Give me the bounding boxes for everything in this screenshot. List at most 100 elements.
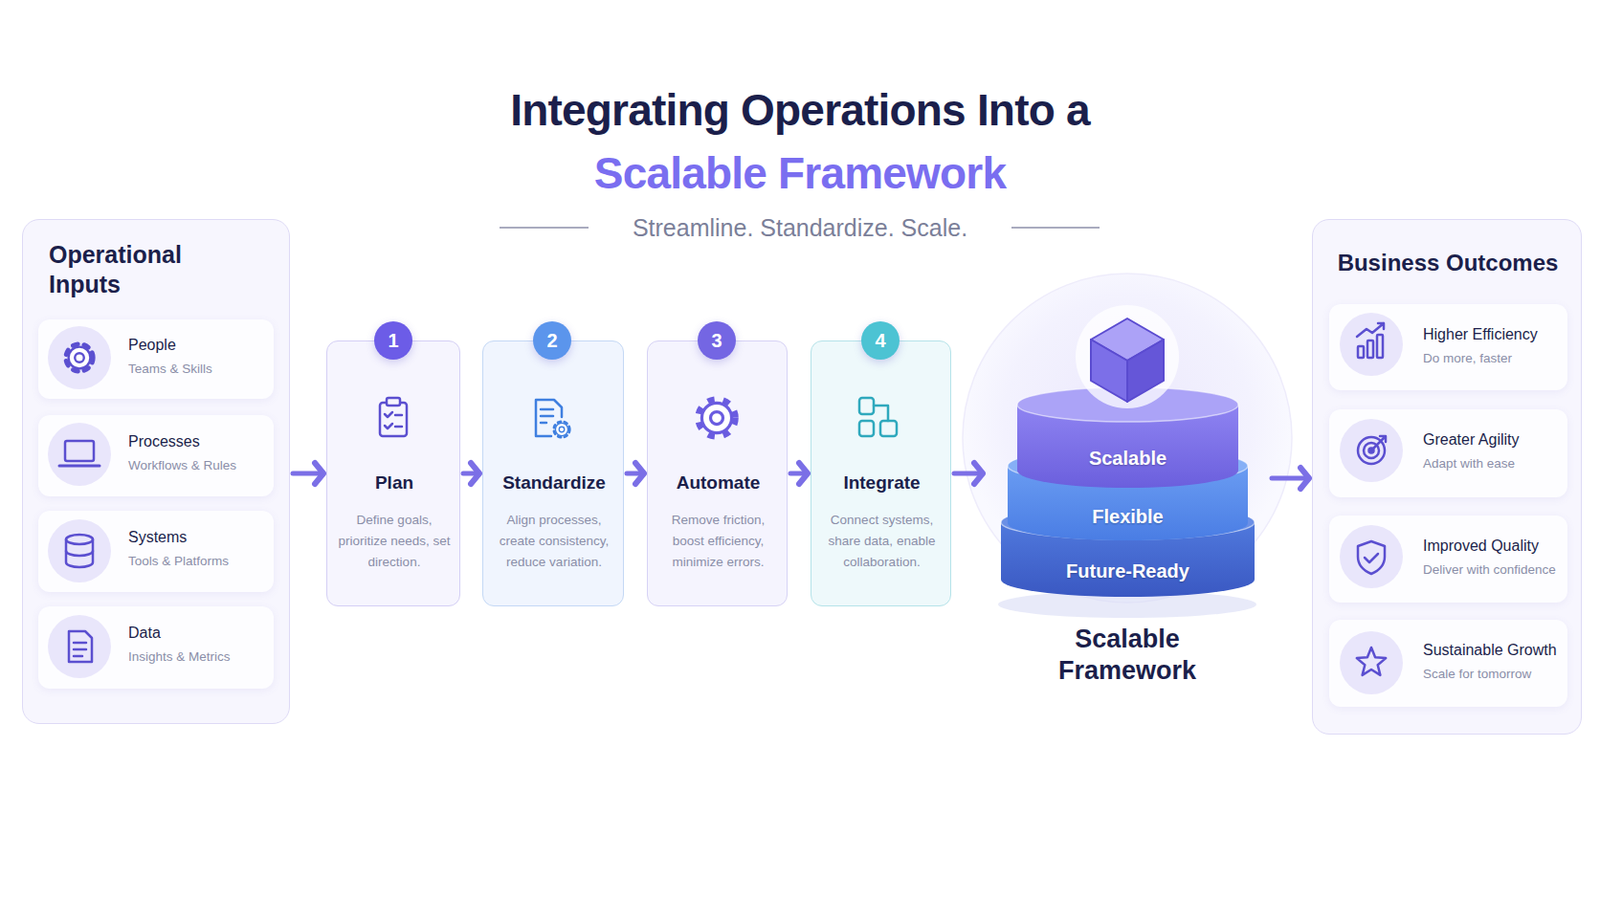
card-title: Processes — [128, 432, 282, 452]
step-title: Standardize — [483, 471, 625, 495]
step-number: 3 — [697, 321, 736, 360]
step-description: Remove friction, boost efficiency, minim… — [655, 510, 781, 574]
flow-arrow — [954, 463, 983, 485]
process-step: IntegrateConnect systems, share data, en… — [810, 340, 952, 607]
flow-arrow — [463, 463, 480, 485]
process-step: AutomateRemove friction, boost efficienc… — [646, 340, 788, 607]
step-description: Align processes, create consistency, red… — [490, 510, 618, 574]
layer-top — [1007, 448, 1248, 484]
input-card: DataInsights & Metrics — [38, 606, 274, 689]
arrow-head — [1300, 467, 1310, 489]
icon-circle — [47, 326, 112, 390]
document-icon — [68, 631, 92, 663]
card-title: Sustainable Growth — [1422, 641, 1567, 661]
step-title: Plan — [327, 471, 462, 495]
card-subtitle: Tools & Platforms — [128, 553, 282, 571]
input-panel: Operational InputsPeopleTeams & SkillsPr… — [22, 219, 290, 725]
input-card: PeopleTeams & Skills — [38, 319, 274, 400]
flow-arrow — [790, 463, 808, 485]
diagram-title: Integrating Operations Into a — [0, 83, 1600, 137]
card-subtitle: Deliver with confidence — [1422, 561, 1567, 579]
cube-icon — [1090, 318, 1164, 402]
icon-circle — [47, 422, 112, 487]
layer-shape — [1017, 387, 1239, 489]
shield-icon — [1357, 541, 1385, 575]
arrow-head — [314, 463, 324, 485]
step-number: 2 — [533, 321, 572, 360]
callout-number: 3 — [697, 321, 736, 360]
layer-body — [1007, 466, 1248, 541]
card-title: Improved Quality — [1422, 536, 1567, 556]
panel-heading: Business Outcomes — [1312, 248, 1583, 278]
step-description: Define goals, prioritize needs, set dire… — [334, 510, 454, 574]
outcome-card: Sustainable GrowthScale for tomorrow — [1329, 620, 1568, 708]
step-number: 1 — [374, 321, 413, 360]
icon-circle — [1339, 419, 1403, 483]
layer-label: Flexible — [1007, 505, 1248, 529]
step-title: Integrate — [811, 471, 953, 495]
title-highlight: Scalable Framework — [0, 146, 1600, 200]
framework-stack: Scalable Framework ScalableFlexibleFuture… — [985, 258, 1269, 699]
flow-arrow — [292, 463, 324, 485]
automate-icon — [698, 400, 736, 438]
flow-arrow — [626, 463, 645, 485]
process-step: PlanDefine goals, prioritize needs, set … — [326, 340, 461, 607]
laptop-icon — [59, 441, 100, 467]
gear-icon — [66, 344, 94, 373]
outcome-card: Higher Efficiency Do more, faster — [1329, 304, 1568, 391]
framework-heading: Scalable Framework — [1055, 623, 1200, 688]
card-subtitle: Workflows & Rules — [128, 457, 282, 475]
plan-icon — [379, 398, 407, 437]
star-icon — [1356, 647, 1386, 676]
subtitle-rule — [499, 226, 589, 229]
process-step: StandardizeAlign processes, create consi… — [482, 340, 624, 607]
integrate-icon — [859, 398, 897, 437]
subtitle-rule — [1011, 226, 1100, 229]
arrow-line — [1271, 476, 1310, 482]
layer-label: Future-Ready — [1000, 559, 1255, 583]
target-icon — [1357, 436, 1386, 465]
outcome-card: Greater AgilityAdapt with ease — [1329, 409, 1568, 498]
database-icon — [66, 534, 93, 568]
icon-circle — [1339, 312, 1403, 377]
card-title: Systems — [128, 528, 282, 548]
standardize-icon — [535, 400, 570, 438]
flow-arrow — [1271, 467, 1310, 489]
layer-top — [1017, 387, 1239, 423]
outcome-card: Improved QualityDeliver with confidence — [1329, 515, 1568, 603]
card-subtitle: Adapt with ease — [1422, 455, 1567, 473]
card-title: Data — [128, 623, 282, 644]
chart-icon — [1356, 323, 1384, 358]
input-card: ProcessesWorkflows & Rules — [38, 415, 274, 497]
card-subtitle: Insights & Metrics — [128, 648, 282, 667]
callout-number: 4 — [861, 321, 900, 360]
step-title: Automate — [647, 471, 789, 495]
icon-circle — [1339, 631, 1403, 695]
icon-circle — [47, 615, 112, 679]
arrow-head — [470, 463, 480, 485]
arrow-head — [974, 463, 983, 485]
icon-circle — [47, 519, 112, 583]
layer-body — [1000, 522, 1255, 598]
icon-circle — [1339, 525, 1403, 589]
card-subtitle: Scale for tomorrow — [1422, 666, 1567, 684]
arrow-head — [799, 463, 808, 485]
callout-number: 1 — [374, 321, 413, 360]
layer-label: Scalable — [1017, 446, 1239, 470]
arrow-head — [635, 463, 645, 485]
callout-number: 2 — [533, 321, 572, 360]
input-card: SystemsTools & Platforms — [38, 511, 274, 593]
cube-halo — [1075, 305, 1179, 409]
card-subtitle: Do more, faster — [1422, 350, 1567, 368]
card-title: People — [128, 335, 282, 356]
layer-top — [1000, 505, 1255, 540]
panel-heading: Operational Inputs — [48, 240, 222, 300]
framework-glow — [962, 273, 1292, 603]
card-title: Greater Agility — [1422, 430, 1567, 450]
step-number: 4 — [861, 321, 900, 360]
card-subtitle: Teams & Skills — [128, 360, 282, 378]
card-title: Higher Efficiency — [1422, 325, 1567, 345]
outcome-panel: Business OutcomesHigher Efficiency Do mor… — [1311, 219, 1582, 735]
